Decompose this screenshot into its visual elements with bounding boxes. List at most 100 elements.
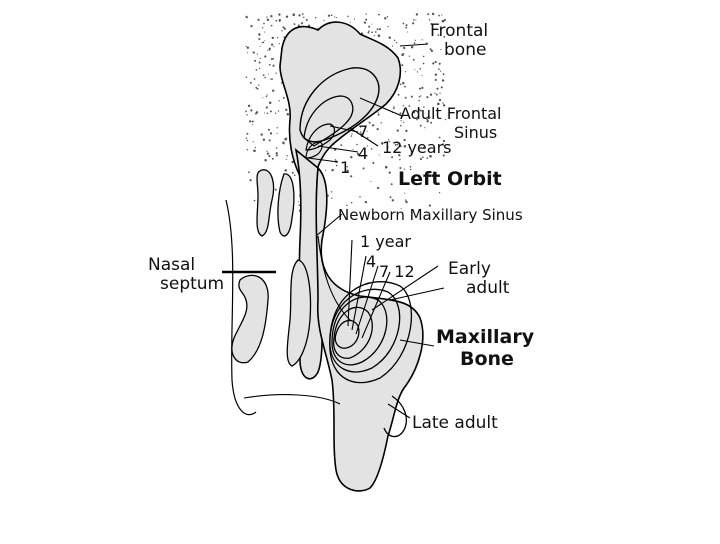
stipple-dot: [249, 179, 252, 182]
stipple-dot: [264, 31, 266, 33]
stipple-dot: [399, 145, 402, 148]
stipple-dot: [373, 34, 375, 37]
stipple-dot: [291, 171, 294, 174]
stipple-dot: [364, 200, 368, 204]
stipple-dot: [268, 47, 271, 50]
stipple-dot: [350, 135, 353, 137]
stipple-dot: [245, 76, 248, 78]
stipple-dot: [283, 27, 286, 30]
stipple-dot: [408, 105, 411, 107]
stipple-dot: [274, 112, 277, 114]
maxillary-sinus-newborn: [334, 319, 360, 349]
stipple-dot: [302, 16, 305, 19]
stipple-dot: [253, 149, 256, 153]
stipple-dot: [429, 48, 432, 51]
stipple-dot: [353, 18, 356, 20]
leader-lines: [222, 43, 445, 419]
stipple-dot: [285, 159, 287, 161]
stipple-dot: [377, 28, 379, 30]
stipple-dot: [266, 152, 270, 155]
stipple-dot: [272, 89, 275, 92]
stipple-dot: [372, 161, 375, 164]
stipple-dot: [314, 16, 317, 19]
stipple-dot: [245, 138, 247, 140]
stipple-dot: [364, 154, 367, 157]
stipple-dot: [380, 142, 384, 145]
stipple-dot: [258, 33, 261, 36]
maxillary-sinus-4y: [331, 296, 388, 366]
label-frontal-bone: Frontal bone: [430, 21, 489, 60]
stipple-dot: [333, 16, 336, 18]
stipple-dot: [365, 13, 367, 15]
maxillary-lower-extension: [383, 395, 407, 438]
stipple-dot: [438, 68, 440, 70]
stipple-dot: [269, 132, 273, 135]
stipple-dot: [275, 147, 278, 149]
stipple-dot: [276, 37, 279, 39]
stipple-dot: [330, 14, 333, 17]
stipple-dot: [258, 67, 261, 70]
stipple-dot: [399, 166, 402, 170]
stipple-dot: [257, 18, 260, 21]
stipple-dot: [248, 171, 250, 174]
stipple-dot: [256, 87, 259, 90]
stipple-dot: [255, 86, 258, 89]
stipple-dot: [390, 183, 393, 186]
label-age-1-frontal: 1: [340, 158, 351, 177]
stipple-dot: [366, 130, 368, 132]
stipple-dot: [409, 165, 412, 168]
stipple-dot: [430, 23, 433, 25]
stipple-dot: [380, 122, 382, 124]
stipple-dot: [252, 124, 254, 126]
stipple-dot: [415, 13, 419, 16]
stipple-dot: [420, 95, 422, 97]
stipple-dot: [276, 127, 278, 129]
left-turbinate-lower: [231, 274, 269, 364]
stipple-dot: [426, 96, 429, 99]
stipple-dot: [440, 86, 443, 89]
stipple-dot: [265, 106, 268, 109]
stipple-dot: [267, 128, 271, 131]
stipple-dot: [264, 40, 266, 42]
stipple-dot: [429, 117, 432, 119]
stipple-dot: [402, 105, 404, 107]
stipple-dot: [405, 24, 408, 27]
stipple-dot: [391, 156, 394, 159]
stipple-dot: [421, 75, 423, 77]
stipple-dot: [398, 153, 401, 157]
stipple-dot: [268, 139, 271, 142]
stipple-dot: [376, 186, 380, 190]
stipple-dot: [419, 158, 422, 161]
stipple-dot: [403, 138, 406, 142]
stipple-dot: [272, 64, 275, 67]
mid-wall-curve: [317, 235, 351, 321]
stipple-dot: [264, 159, 267, 162]
stipple-dot: [277, 110, 280, 112]
stipple-dot: [271, 78, 273, 80]
stipple-dot: [384, 17, 387, 20]
stipple-dot: [401, 64, 404, 67]
label-adult-frontal-sinus: Adult Frontal Sinus: [400, 104, 502, 142]
stipple-dot: [275, 154, 278, 157]
stipple-dot: [346, 169, 349, 173]
stipple-dot: [434, 73, 438, 76]
label-age-7-12-maxillary: 7 12: [379, 262, 415, 281]
stipple-dot: [404, 192, 406, 194]
stipple-dot: [253, 199, 256, 202]
stipple-dot: [286, 155, 288, 157]
stipple-dot: [388, 171, 391, 174]
stipple-dot: [414, 69, 416, 71]
stipple-dot: [282, 26, 285, 29]
stipple-dot: [423, 146, 425, 148]
stipple-dot: [356, 152, 360, 156]
stipple-dot: [442, 154, 445, 157]
stipple-dot: [436, 87, 439, 90]
stipple-dot: [246, 114, 248, 116]
stipple-dot: [262, 74, 265, 76]
stipple-dot: [384, 165, 388, 169]
stipple-dot: [251, 120, 254, 123]
stipple-dot: [275, 152, 278, 155]
stipple-dot: [262, 138, 266, 141]
stipple-dot: [421, 156, 424, 159]
